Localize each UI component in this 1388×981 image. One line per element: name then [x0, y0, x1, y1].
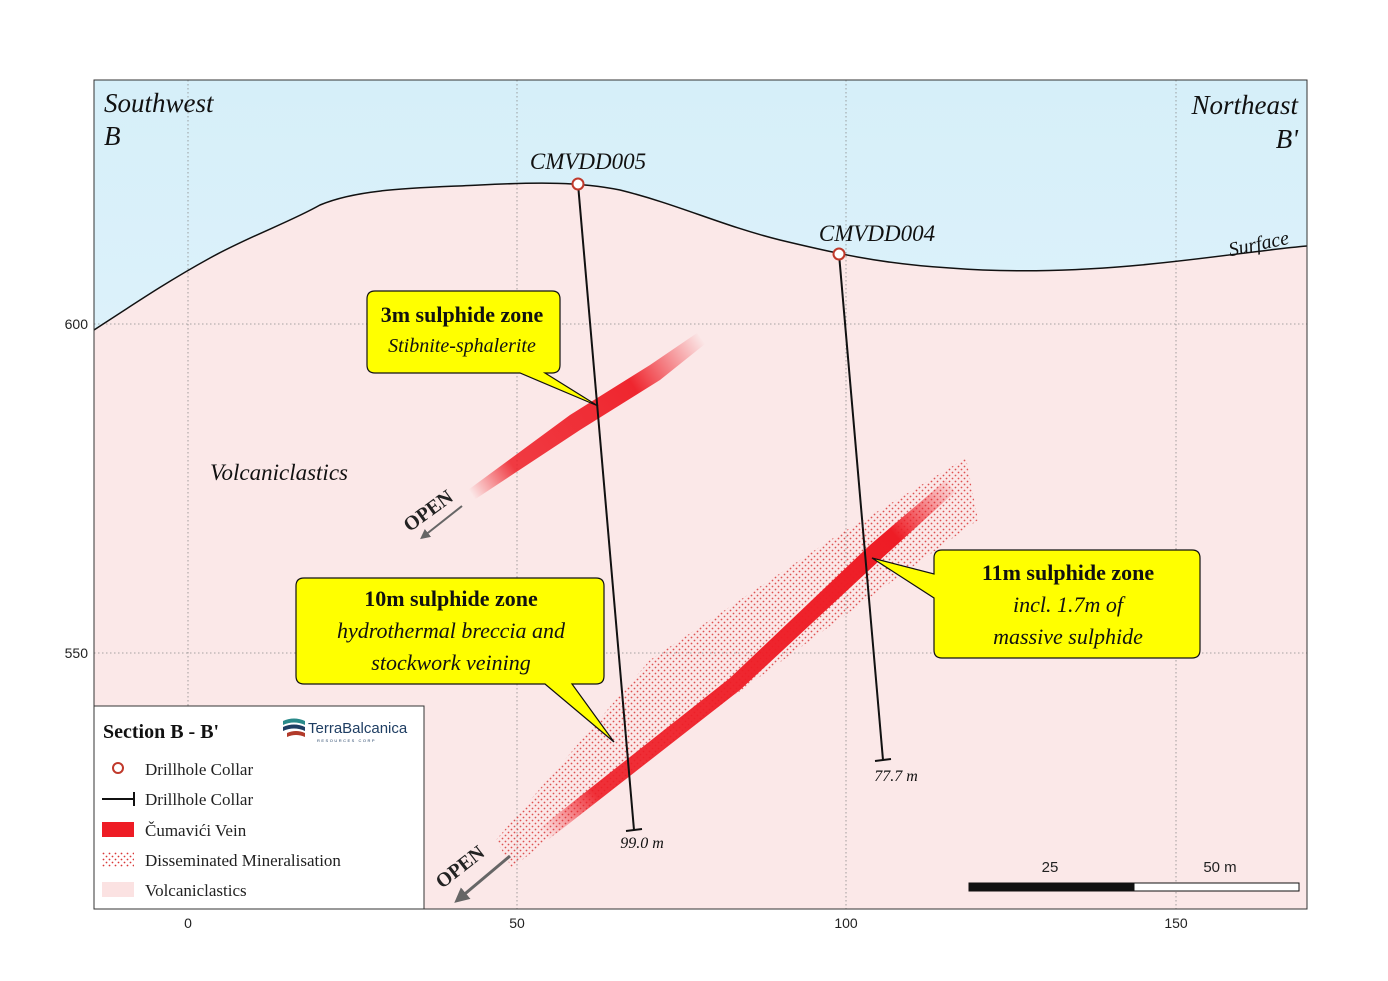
- y-tick-600: 600: [65, 316, 89, 332]
- drillhole-cmvdd005[interactable]: [571, 177, 643, 832]
- logo-subtext: RESOURCES CORP: [317, 738, 376, 743]
- callout-3-line-2: massive sulphide: [993, 624, 1143, 649]
- southwest-label: Southwest: [104, 88, 215, 118]
- section-end-letter: B': [1276, 124, 1299, 154]
- y-tick-550: 550: [65, 645, 89, 661]
- volcaniclastics-label: Volcaniclastics: [210, 460, 348, 485]
- legend-item-5-label: Volcaniclastics: [145, 881, 247, 900]
- legend-volcaniclastics-icon: [102, 882, 134, 897]
- logo-text: TerraBalcanica: [308, 720, 408, 737]
- open-arrow-upper: [420, 505, 463, 540]
- callout-2-line-2: stockwork veining: [371, 650, 530, 675]
- scale-label-25: 25: [1042, 859, 1059, 876]
- scale-bar: 25 50 m: [968, 859, 1300, 892]
- collar-cmvdd005[interactable]: [571, 177, 585, 191]
- depth-label-cmvdd005: 99.0 m: [620, 835, 664, 852]
- scale-label-50m: 50 m: [1203, 859, 1236, 876]
- cumavici-vein-lower: [540, 480, 955, 840]
- section-start-letter: B: [104, 121, 121, 151]
- callout-1-line-1: Stibnite-sphalerite: [388, 335, 536, 357]
- x-tick-50: 50: [509, 915, 525, 931]
- callout-2-line-1: hydrothermal breccia and: [337, 618, 566, 643]
- terra-balcanica-logo: TerraBalcanica RESOURCES CORP: [283, 718, 408, 743]
- legend-title: Section B - B': [103, 721, 219, 743]
- cumavici-vein-upper: [468, 333, 705, 500]
- drillhole-cmvdd004[interactable]: [832, 247, 892, 762]
- map-frame: [93, 79, 1308, 910]
- legend-collar-icon: [112, 762, 124, 774]
- northeast-label: Northeast: [1190, 90, 1299, 120]
- x-tick-0: 0: [184, 915, 192, 931]
- hole-label-cmvdd005: CMVDD005: [530, 149, 646, 174]
- surface-line: [94, 182, 1307, 331]
- x-tick-150: 150: [1164, 915, 1188, 931]
- callout-3-title: 11m sulphide zone: [982, 560, 1155, 585]
- callout-10m-sulphide-zone: 10m sulphide zone hydrothermal breccia a…: [295, 577, 615, 743]
- legend-item-1-label: Drillhole Collar: [145, 760, 253, 779]
- legend-item-3-label: Čumavići Vein: [145, 821, 247, 840]
- legend-item-2-label: Drillhole Collar: [145, 790, 253, 809]
- callout-1-title: 3m sulphide zone: [381, 302, 544, 327]
- legend-dot-pattern-icon: [102, 852, 134, 867]
- hole-label-cmvdd004: CMVDD004: [819, 221, 935, 246]
- depth-label-cmvdd004: 77.7 m: [874, 768, 918, 785]
- callout-11m-sulphide-zone: 11m sulphide zone incl. 1.7m of massive …: [871, 549, 1201, 659]
- open-arrow-lower: [454, 854, 511, 903]
- callout-2-title: 10m sulphide zone: [364, 586, 538, 611]
- x-tick-100: 100: [834, 915, 858, 931]
- legend: Section B - B' TerraBalcanica RESOURCES …: [93, 705, 425, 910]
- callout-3m-sulphide-zone: 3m sulphide zone Stibnite-sphalerite: [366, 290, 599, 407]
- legend-vein-icon: [102, 822, 134, 837]
- callout-3-line-1: incl. 1.7m of: [1013, 592, 1126, 617]
- collar-cmvdd004[interactable]: [832, 247, 846, 261]
- legend-item-4-label: Disseminated Mineralisation: [145, 851, 341, 870]
